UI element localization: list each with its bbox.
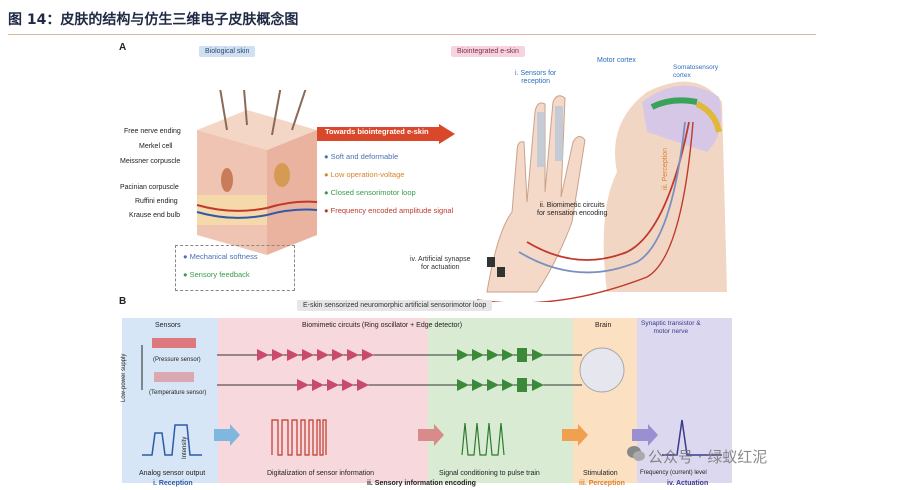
- skin-part-4: Pacinian corpuscle: [120, 184, 179, 191]
- property-1-text: Soft and deformable: [330, 152, 399, 161]
- title-rule: [8, 34, 816, 35]
- figure-title: 图 14：皮肤的结构与仿生三维电子皮肤概念图: [8, 12, 299, 28]
- towards-arrow: [317, 124, 455, 144]
- wechat-icon: [627, 446, 645, 461]
- property-4: ● Frequency encoded amplitude signal: [324, 206, 454, 215]
- motor-cortex-label: Motor cortex: [597, 57, 636, 64]
- footer-2: ii. Sensory information encoding: [367, 480, 476, 487]
- step-2: Digitalization of sensor information: [267, 470, 374, 477]
- sensors-section: Sensors: [155, 322, 181, 329]
- feature-feedback-text: Sensory feedback: [189, 270, 250, 279]
- skin-features-box: [175, 245, 295, 291]
- property-2-text: Low operation-voltage: [330, 170, 405, 179]
- feature-feedback: ● Sensory feedback: [183, 270, 250, 279]
- step-4: Stimulation: [583, 470, 618, 477]
- skin-part-2: Merkel cell: [139, 143, 173, 150]
- circuits-section: Biomimetic circuits (Ring oscillator + E…: [302, 322, 463, 329]
- skin-part-5: Ruffini ending: [135, 198, 178, 205]
- step-5: Frequency (current) level: [640, 470, 707, 476]
- skin-part-6: Krause end bulb: [129, 212, 180, 219]
- temperature-label: (Temperature sensor): [149, 390, 207, 396]
- intensity-label: Intensity: [182, 436, 188, 459]
- property-2: ● Low operation-voltage: [324, 170, 405, 179]
- figure-image: A Biological skin Biointegrated e-skin F…: [117, 40, 732, 490]
- synaptic-section: Synaptic transistor & motor nerve: [641, 320, 701, 336]
- step-1: Analog sensor output: [139, 470, 206, 477]
- brain-section: Brain: [595, 322, 612, 329]
- circuits-label-text: ii. Biomimetic circuits for sensation en…: [537, 202, 608, 218]
- panel-b-letter: B: [119, 296, 127, 307]
- panel-a-letter: A: [119, 42, 127, 53]
- property-4-text: Frequency encoded amplitude signal: [330, 206, 454, 215]
- eskin-label: Biointegrated e-skin: [451, 46, 525, 57]
- synapse-label: iv. Artificial synapse for actuation: [410, 256, 471, 273]
- synaptic-section-text: Synaptic transistor & motor nerve: [641, 320, 701, 335]
- step-3: Signal conditioning to pulse train: [439, 470, 540, 477]
- skin-illustration: [196, 90, 318, 255]
- pressure-label: (Pressure sensor): [153, 357, 201, 363]
- feature-softness-text: Mechanical softness: [189, 252, 258, 261]
- footer-1: i. Reception: [153, 480, 193, 487]
- circuits-label: ii. Biomimetic circuits for sensation en…: [537, 202, 607, 219]
- property-3: ● Closed sensorimotor loop: [324, 188, 416, 197]
- watermark-text: 公众号 · 绿蚁红泥: [648, 448, 768, 466]
- footer-4: iv. Actuation: [667, 480, 709, 487]
- circuits-bg-b: [428, 318, 573, 483]
- skin-part-3: Meissner corpuscle: [120, 158, 181, 165]
- arrow-label: Towards biointegrated e-skin: [325, 127, 429, 136]
- sensors-label-text: i. Sensors for reception: [515, 70, 557, 86]
- somato-cortex-text: Somatosensory cortex: [673, 64, 719, 79]
- perception-label: iii. Perception: [662, 147, 669, 190]
- skin-part-1: Free nerve ending: [124, 128, 181, 135]
- sensors-label: i. Sensors for reception: [515, 70, 556, 87]
- bio-skin-label: Biological skin: [199, 46, 256, 57]
- brain-bg: [573, 318, 637, 483]
- panel-b-title: E-skin sensorized neuromorphic artificia…: [297, 300, 493, 311]
- property-1: ● Soft and deformable: [324, 152, 399, 161]
- footer-3: iii. Perception: [579, 480, 625, 487]
- hand-head-illustration: [476, 81, 727, 302]
- somato-cortex-label: Somatosensory cortex: [673, 64, 718, 80]
- property-3-text: Closed sensorimotor loop: [330, 188, 416, 197]
- waveform-row: [142, 419, 722, 456]
- synapse-label-text: iv. Artificial synapse for actuation: [410, 256, 471, 272]
- circuit-diagram: [141, 338, 625, 393]
- feature-softness: ● Mechanical softness: [183, 252, 258, 261]
